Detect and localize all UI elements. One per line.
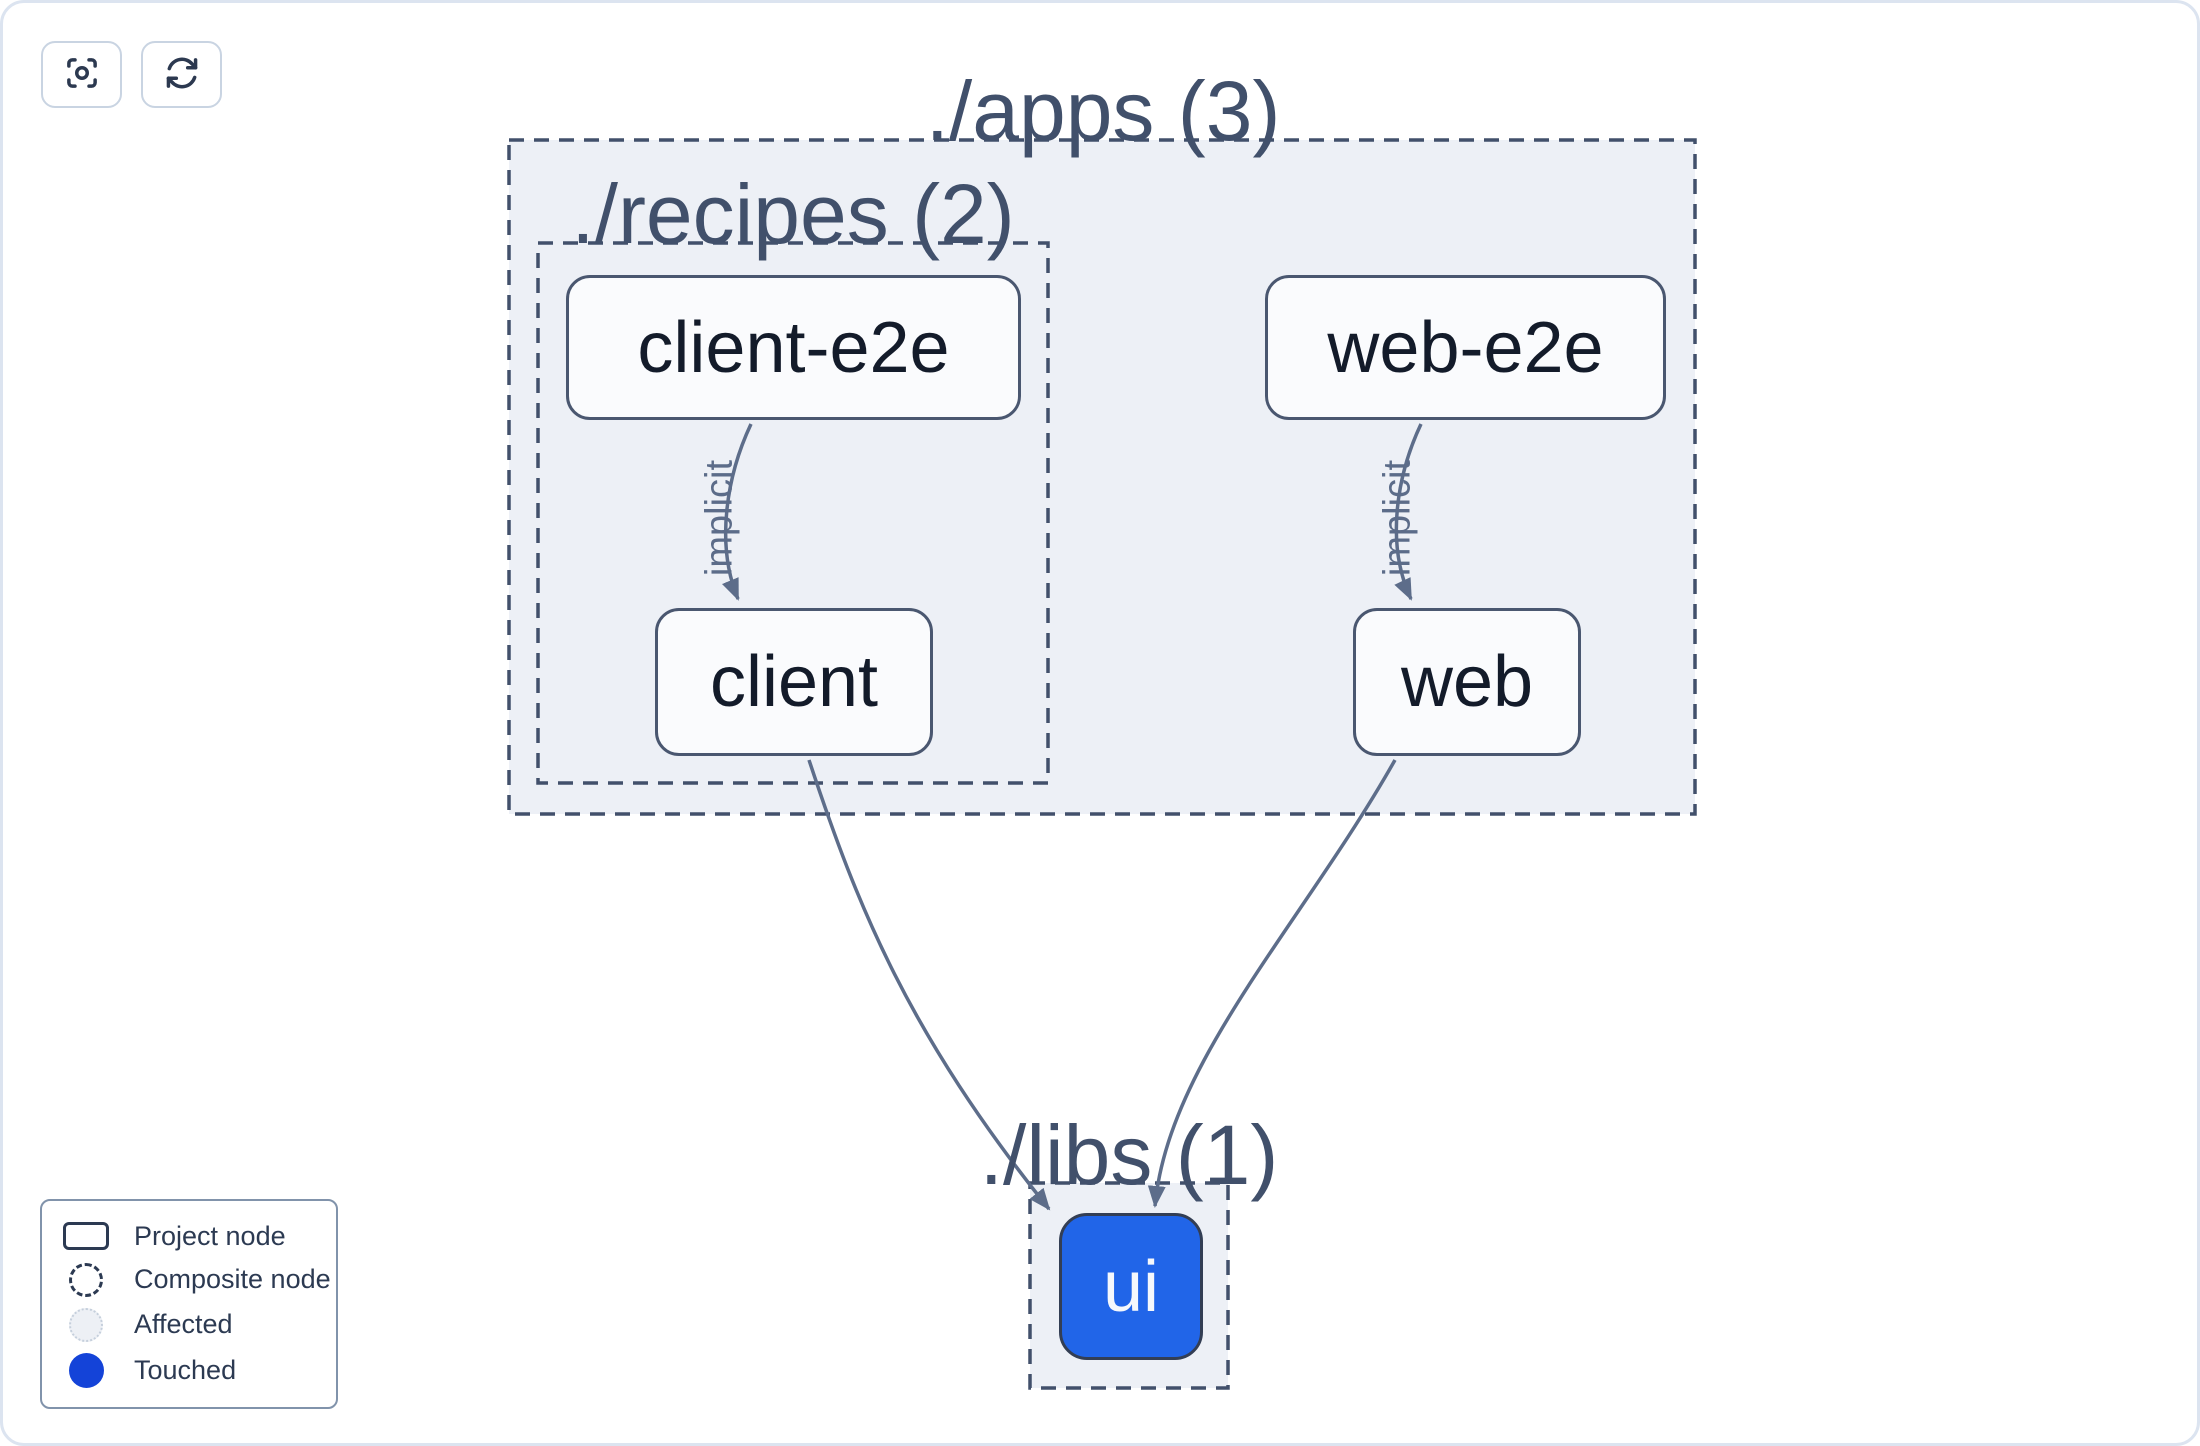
legend-item-project-node: Project node [60, 1221, 318, 1252]
legend-label: Composite node [134, 1264, 331, 1294]
cluster-apps-label: ./apps (3) [925, 64, 1281, 158]
cluster-libs-border [1028, 1181, 1230, 1390]
node-web[interactable]: web [1353, 608, 1581, 756]
focus-button[interactable] [41, 41, 122, 108]
legend-item-affected: Affected [60, 1307, 318, 1342]
node-client-label: client [709, 642, 879, 722]
legend: Project node Composite node Affected Tou… [40, 1199, 338, 1409]
edge-client-to-ui[interactable] [807, 759, 1051, 1211]
cluster-apps-border [507, 138, 1697, 816]
composite-node-icon [60, 1262, 112, 1297]
node-web-e2e-label: web-e2e [1327, 307, 1604, 388]
cluster-recipes-border [536, 241, 1050, 785]
node-web-label: web [1400, 642, 1534, 722]
node-client[interactable]: client [655, 608, 933, 756]
legend-label: Touched [134, 1354, 237, 1385]
graph-edges-layer [507, 138, 1697, 1390]
node-ui-touched[interactable]: ui [1059, 1213, 1203, 1360]
node-client-e2e-label: client-e2e [637, 307, 950, 388]
edge-web-e2e-to-web[interactable] [1394, 423, 1423, 601]
touched-icon [60, 1352, 112, 1388]
toolbar [41, 41, 222, 108]
affected-icon [60, 1307, 112, 1342]
legend-item-composite-node: Composite node [60, 1262, 331, 1297]
node-client-e2e[interactable]: client-e2e [566, 275, 1021, 420]
edge-web-to-ui[interactable] [1147, 759, 1397, 1208]
refresh-button[interactable] [141, 41, 222, 108]
edge-label-implicit: implicit [698, 459, 741, 577]
legend-item-touched: Touched [60, 1352, 318, 1388]
cluster-libs-label: ./libs (1) [979, 1108, 1279, 1202]
focus-icon [61, 52, 103, 97]
legend-label: Affected [134, 1309, 233, 1339]
node-web-e2e[interactable]: web-e2e [1265, 275, 1666, 420]
edge-label-implicit: implicit [1376, 459, 1419, 577]
cluster-recipes-label: ./recipes (2) [571, 167, 1015, 261]
legend-label: Project node [134, 1220, 286, 1251]
edge-client-e2e-to-client[interactable] [721, 423, 753, 601]
project-node-icon [60, 1222, 112, 1250]
refresh-icon [161, 52, 203, 97]
node-ui-label: ui [1102, 1246, 1160, 1327]
